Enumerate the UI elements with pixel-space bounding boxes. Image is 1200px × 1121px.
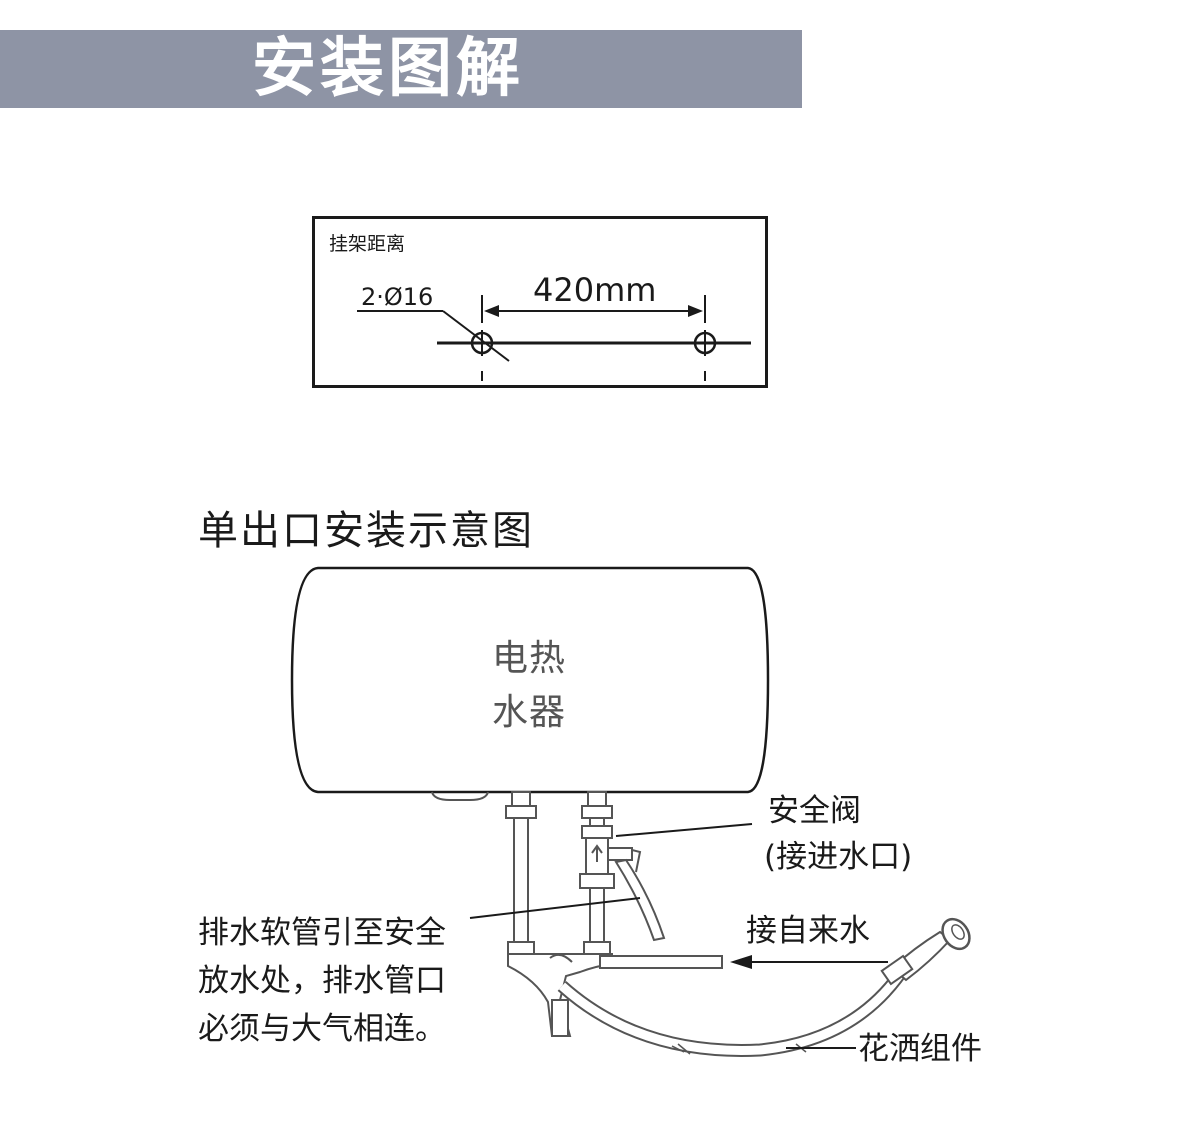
distance-label: 420mm [533,271,657,309]
tap-water-arrow-head [730,955,752,969]
safety-valve-icon [579,825,642,889]
tap-water-label: 接自来水 [746,913,870,949]
mounting-hole-icon [693,330,717,356]
dimension-arrow-left [484,305,499,317]
shower-hose-inner [558,959,912,1055]
drain-hose [614,858,666,942]
safety-valve-leader [615,823,753,837]
hole-size-label: 2·Ø16 [361,283,434,311]
mixing-valve-icon [507,953,613,1037]
heater-label: 电热 水器 [492,638,567,733]
shower-label: 花洒组件 [858,1031,982,1067]
hot-outlet-pipe [505,791,537,955]
safety-valve-sublabel: (接进水口) [764,839,913,875]
safety-valve-label: 安全阀 [768,793,861,829]
drain-note-line-3: 必须与大气相连。 [198,1011,446,1047]
shower-head-icon [880,917,971,986]
bracket-drawing [357,295,751,381]
water-heater-tank [290,566,770,794]
bracket-title: 挂架距离 [329,233,406,255]
bracket-distance-panel: 挂架距离 2·Ø16 420mm [312,216,768,388]
title-banner: 安装图解 [0,30,802,108]
tap-water-pipe [599,955,723,969]
page-title: 安装图解 [252,32,524,106]
drain-leader [469,897,641,919]
drain-note-line-2: 放水处，排水管口 [198,963,446,999]
tank-bottom-bump [431,791,489,801]
dimension-arrow-right [688,305,703,317]
shower-hose [557,958,914,1057]
drain-note-line-1: 排水软管引至安全 [198,915,446,951]
mounting-hole-icon [470,330,494,356]
cold-inlet-pipe [581,791,613,955]
section-title: 单出口安装示意图 [198,508,534,554]
